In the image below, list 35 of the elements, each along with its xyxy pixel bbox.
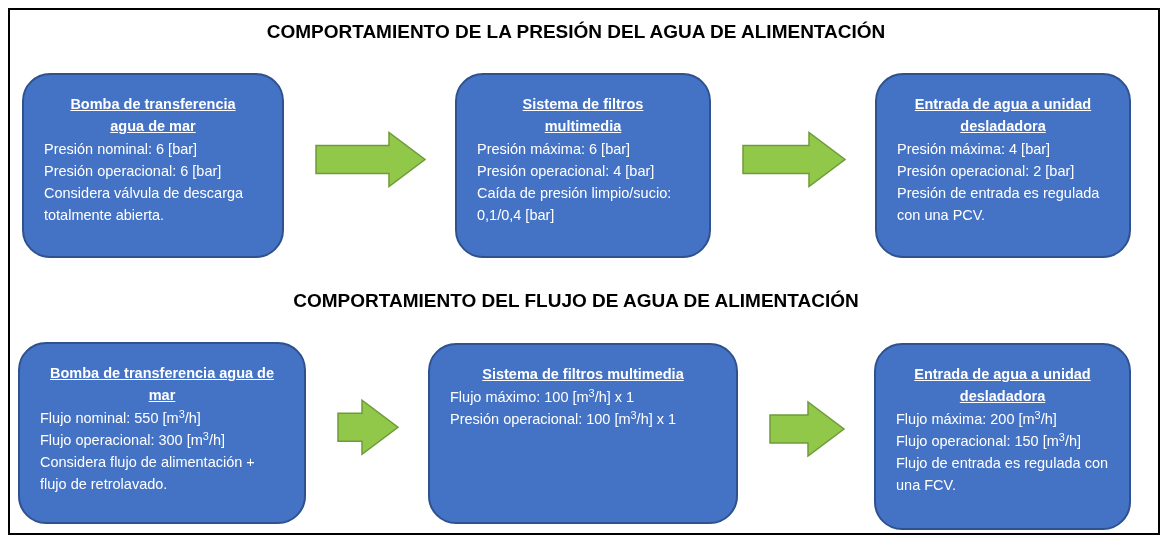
box-heading: Sistema de filtros multimedia <box>521 95 645 136</box>
process-box <box>875 73 1131 258</box>
process-box <box>18 342 306 524</box>
box-text: Caída de presión limpio/sucio: 0,1/0,4 [bar] <box>477 184 673 225</box>
section-heading: COMPORTAMIENTO DE LA PRESIÓN DEL AGUA DE ALIMENTACIÓN <box>265 20 887 44</box>
box-text: Considera válvula de descarga totalmente abierta. <box>44 184 245 225</box>
box-text: Presión máxima: 6 [bar] <box>477 140 632 159</box>
box-text: Presión máxima: 4 [bar] <box>897 140 1052 159</box>
box-text: Presión operacional: 6 [bar] <box>44 162 223 181</box>
block-arrow <box>315 131 427 188</box>
block-arrow <box>742 131 847 188</box>
box-text: Flujo máximo: 100 [m$^{3}$/h] x 1 <box>450 386 636 407</box>
process-box <box>428 343 738 524</box>
box-text: Presión operacional: 100 [m$^{3}$/h] x 1 <box>450 408 678 429</box>
process-box <box>22 73 284 258</box>
box-text: Flujo nominal: 550 [m$^{3}$/h] <box>40 407 202 428</box>
box-heading: Bomba de transferencia agua de mar <box>69 95 237 136</box>
box-heading: Entrada de agua a unidad desladadora <box>913 95 1093 136</box>
box-text: Presión operacional: 2 [bar] <box>897 162 1076 181</box>
box-text: Flujo operacional: 300 [m$^{3}$/h] <box>40 429 226 450</box>
box-text: Considera flujo de alimentación + flujo de retrolavado. <box>40 453 256 494</box>
box-heading: Bomba de transferencia agua de mar <box>49 364 275 405</box>
box-text: Presión operacional: 4 [bar] <box>477 162 656 181</box>
box-text: Presión de entrada es regulada con una PCV. <box>897 184 1101 225</box>
process-box <box>455 73 711 258</box>
box-heading: Sistema de filtros multimedia <box>481 365 685 384</box>
box-text: Presión nominal: 6 [bar] <box>44 140 199 159</box>
block-arrow <box>337 398 400 456</box>
block-arrow <box>769 400 846 458</box>
section-heading: COMPORTAMIENTO DEL FLUJO DE AGUA DE ALIMENTACIÓN <box>292 289 860 313</box>
box-text: Flujo máxima: 200 [m$^{3}$/h] <box>896 408 1058 429</box>
box-heading: Entrada de agua a unidad desladadora <box>913 365 1092 406</box>
box-text: Flujo de entrada es regulada con una FCV. <box>896 454 1109 495</box>
process-box <box>874 343 1131 530</box>
box-text: Flujo operacional: 150 [m$^{3}$/h] <box>896 430 1082 451</box>
